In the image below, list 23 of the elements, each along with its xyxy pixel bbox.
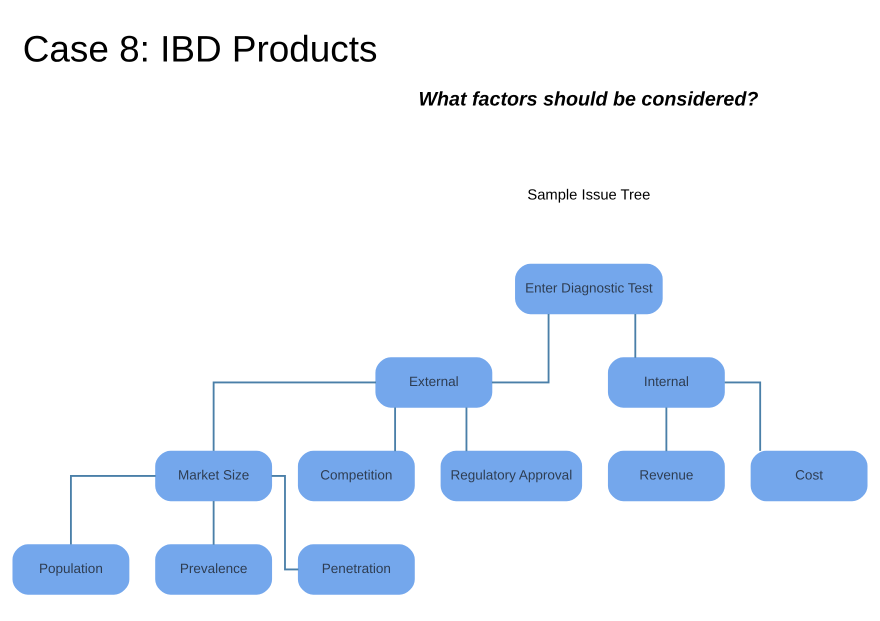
label: What factors should be considered? (418, 88, 758, 110)
connector (70, 475, 156, 544)
node-box: Market Size (155, 450, 272, 502)
node-box: Enter Diagnostic Test (515, 264, 663, 314)
node-box: Penetration (298, 544, 415, 595)
connector (492, 314, 550, 384)
connector (212, 501, 215, 545)
connector (724, 382, 762, 451)
node-box: Prevalence (155, 544, 272, 595)
node-box: Population (12, 544, 130, 595)
label: Sample Issue Tree (527, 187, 650, 204)
node-box: Internal (608, 357, 725, 408)
node-box: External (375, 357, 492, 408)
diagram-title: Case 8: IBD Products (22, 28, 378, 70)
node-box: Competition (298, 450, 415, 502)
connector (634, 314, 636, 358)
node-box: Cost (750, 450, 868, 502)
node-box: Regulatory Approval (440, 450, 582, 502)
node-box: Revenue (608, 450, 725, 502)
connector (394, 408, 396, 452)
connector (665, 408, 668, 452)
connector (466, 408, 468, 452)
connector (212, 382, 376, 451)
